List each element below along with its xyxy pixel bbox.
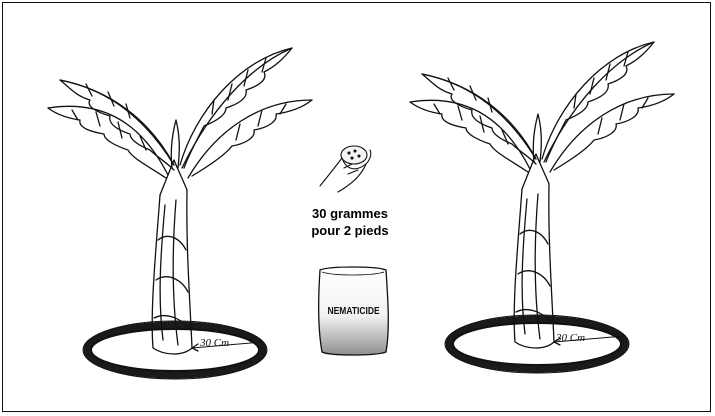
banana-plant-icon	[48, 48, 312, 379]
banana-plant-icon	[410, 42, 674, 373]
distance-label-right: 30 Cm	[555, 332, 585, 344]
dose-line-2: pour 2 pieds	[285, 222, 415, 239]
hand-holding-granules-icon	[320, 146, 371, 192]
dose-line-1: 30 grammes	[285, 205, 415, 222]
bag-label: NEMATICIDE	[328, 305, 380, 316]
banana-plant-right	[410, 42, 674, 373]
banana-plant-left	[48, 48, 312, 379]
dose-instruction: 30 grammes pour 2 pieds	[285, 205, 415, 239]
distance-label-left: 30 Cm	[199, 337, 229, 349]
